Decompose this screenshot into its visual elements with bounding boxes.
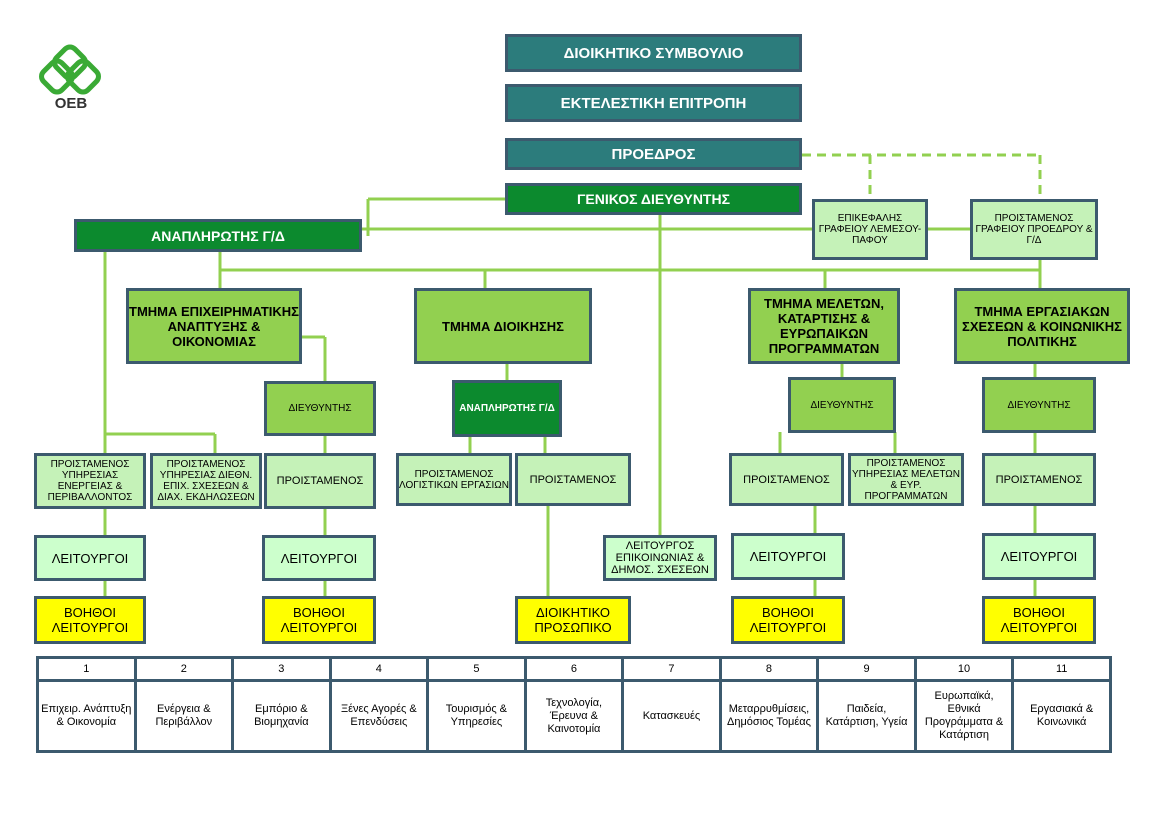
dept-business-box: ΤΜΗΜΑ ΕΠΙΧΕΙΡΗΜΑΤΙΚΗΣ ΑΝΑΠΤΥΞΗΣ & ΟΙΚΟΝΟ…: [126, 288, 302, 364]
officers-1-box: ΛΕΙΤΟΥΡΓΟΙ: [34, 535, 146, 581]
board-box: ΔΙΟΙΚΗΤΙΚΟ ΣΥΜΒΟΥΛΙΟ: [505, 34, 802, 72]
category-label: Παιδεία, Κατάρτιση, Υγεία: [816, 679, 917, 753]
dept-admin-box: ΤΜΗΜΑ ΔΙΟΙΚΗΣΗΣ: [414, 288, 592, 364]
president-box: ΠΡΟΕΔΡΟΣ: [505, 138, 802, 170]
category-label: Εργασιακά & Κοινωνικά: [1011, 679, 1112, 753]
category-number: 7: [621, 656, 722, 682]
head-business-box: ΠΡΟΙΣΤΑΜΕΝΟΣ: [264, 453, 376, 509]
category-label: Τουρισμός & Υπηρεσίες: [426, 679, 527, 753]
head-admin-box: ΠΡΟΙΣΤΑΜΕΝΟΣ: [515, 453, 631, 506]
executive-box: ΕΚΤΕΛΕΣΤΙΚΗ ΕΠΙΤΡΟΠΗ: [505, 84, 802, 122]
category-label: Ξένες Αγορές & Επενδύσεις: [328, 679, 430, 753]
head-labour-box: ΠΡΟΙΣΤΑΜΕΝΟΣ: [982, 453, 1096, 506]
deputy-gd-box: ΑΝΑΠΛΗΡΩΤΗΣ Γ/Δ: [74, 219, 362, 252]
category-number: 11: [1011, 656, 1112, 682]
category-label: Ενέργεια & Περιβάλλον: [133, 679, 235, 753]
dept-studies-box: ΤΜΗΜΑ ΜΕΛΕΤΩΝ, ΚΑΤΑΡΤΙΣΗΣ & ΕΥΡΩΠΑΙΚΩΝ Π…: [748, 288, 900, 364]
assistants-1-box: ΒΟΗΘΟΙ ΛΕΙΤΟΥΡΓΟΙ: [34, 596, 146, 644]
head-eu-box: ΠΡΟΙΣΤΑΜΕΝΟΣ ΥΠΗΡΕΣΙΑΣ ΜΕΛΕΤΩΝ & ΕΥΡ. ΠΡ…: [848, 453, 964, 506]
category-label: Εμπόριο & Βιομηχανία: [231, 679, 332, 753]
officers-3-box: ΛΕΙΤΟΥΡΓΟΙ: [731, 533, 845, 580]
director-business-box: ΔΙΕΥΘΥΝΤΗΣ: [264, 381, 376, 436]
category-number: 2: [133, 656, 235, 682]
officers-4-box: ΛΕΙΤΟΥΡΓΟΙ: [982, 533, 1096, 580]
category-number: 6: [523, 656, 625, 682]
category-number: 10: [913, 656, 1015, 682]
director-studies-box: ΔΙΕΥΘΥΝΤΗΣ: [788, 377, 896, 433]
officers-2-box: ΛΕΙΤΟΥΡΓΟΙ: [262, 535, 376, 581]
category-number: 8: [718, 656, 820, 682]
general-director-box: ΓΕΝΙΚΟΣ ΔΙΕΥΘΥΝΤΗΣ: [505, 183, 802, 215]
head-studies-box: ΠΡΟΙΣΤΑΜΕΝΟΣ: [729, 453, 844, 506]
category-number: 3: [231, 656, 332, 682]
assistants-4-box: ΒΟΗΘΟΙ ΛΕΙΤΟΥΡΓΟΙ: [982, 596, 1096, 644]
category-label: Ευρωπαϊκά, Εθνικά Προγράμματα & Κατάρτισ…: [913, 679, 1015, 753]
assistants-3-box: ΒΟΗΘΟΙ ΛΕΙΤΟΥΡΓΟΙ: [731, 596, 845, 644]
category-label: Κατασκευές: [621, 679, 722, 753]
category-number: 1: [36, 656, 137, 682]
limassol-office-box: ΕΠΙΚΕΦΑΛΗΣ ΓΡΑΦΕΙΟΥ ΛΕΜΕΣΟΥ-ΠΑΦΟΥ: [812, 199, 928, 260]
sector-categories-table: 1 2 3 4 5 6 7 8 9 10 11 Επιχειρ. Ανάπτυξ…: [36, 656, 1112, 753]
category-number: 9: [816, 656, 917, 682]
category-number-row: 1 2 3 4 5 6 7 8 9 10 11: [36, 656, 1112, 682]
category-number: 5: [426, 656, 527, 682]
category-label: Τεχνολογία, Έρευνα & Καινοτομία: [523, 679, 625, 753]
head-energy-box: ΠΡΟΙΣΤΑΜΕΝΟΣ ΥΠΗΡΕΣΙΑΣ ΕΝΕΡΓΕΙΑΣ & ΠΕΡΙΒ…: [34, 453, 146, 509]
head-intl-box: ΠΡΟΙΣΤΑΜΕΝΟΣ ΥΠΗΡΕΣΙΑΣ ΔΙΕΘΝ. ΕΠΙΧ. ΣΧΕΣ…: [150, 453, 262, 509]
oeb-knot-logo-icon: [39, 44, 101, 95]
assistants-2-box: ΒΟΗΘΟΙ ΛΕΙΤΟΥΡΓΟΙ: [262, 596, 376, 644]
head-accounting-box: ΠΡΟΙΣΤΑΜΕΝΟΣ ΛΟΓΙΣΤΙΚΩΝ ΕΡΓΑΣΙΩΝ: [396, 453, 512, 506]
category-label: Μεταρρυθμίσεις, Δημόσιος Τομέας: [718, 679, 820, 753]
admin-staff-box: ΔΙΟΙΚΗΤΙΚΟ ΠΡΟΣΩΠΙΚΟ: [515, 596, 631, 644]
category-label: Επιχειρ. Ανάπτυξη & Οικονομία: [36, 679, 137, 753]
logo-text: ΟΕΒ: [54, 95, 88, 112]
deputy-admin-box: ΑΝΑΠΛΗΡΩΤΗΣ Γ/Δ: [452, 380, 562, 437]
dept-labour-box: ΤΜΗΜΑ ΕΡΓΑΣΙΑΚΩΝ ΣΧΕΣΕΩΝ & ΚΟΙΝΩΝΙΚΗΣ ΠΟ…: [954, 288, 1130, 364]
comms-officer-box: ΛΕΙΤΟΥΡΓΟΣ ΕΠΙΚΟΙΝΩΝΙΑΣ & ΔΗΜΟΣ. ΣΧΕΣΕΩΝ: [603, 535, 717, 581]
director-labour-box: ΔΙΕΥΘΥΝΤΗΣ: [982, 377, 1096, 433]
category-label-row: Επιχειρ. Ανάπτυξη & Οικονομία Ενέργεια &…: [36, 679, 1112, 753]
category-number: 4: [328, 656, 430, 682]
president-office-box: ΠΡΟΙΣΤΑΜΕΝΟΣ ΓΡΑΦΕΙΟΥ ΠΡΟΕΔΡΟΥ & Γ/Δ: [970, 199, 1098, 260]
